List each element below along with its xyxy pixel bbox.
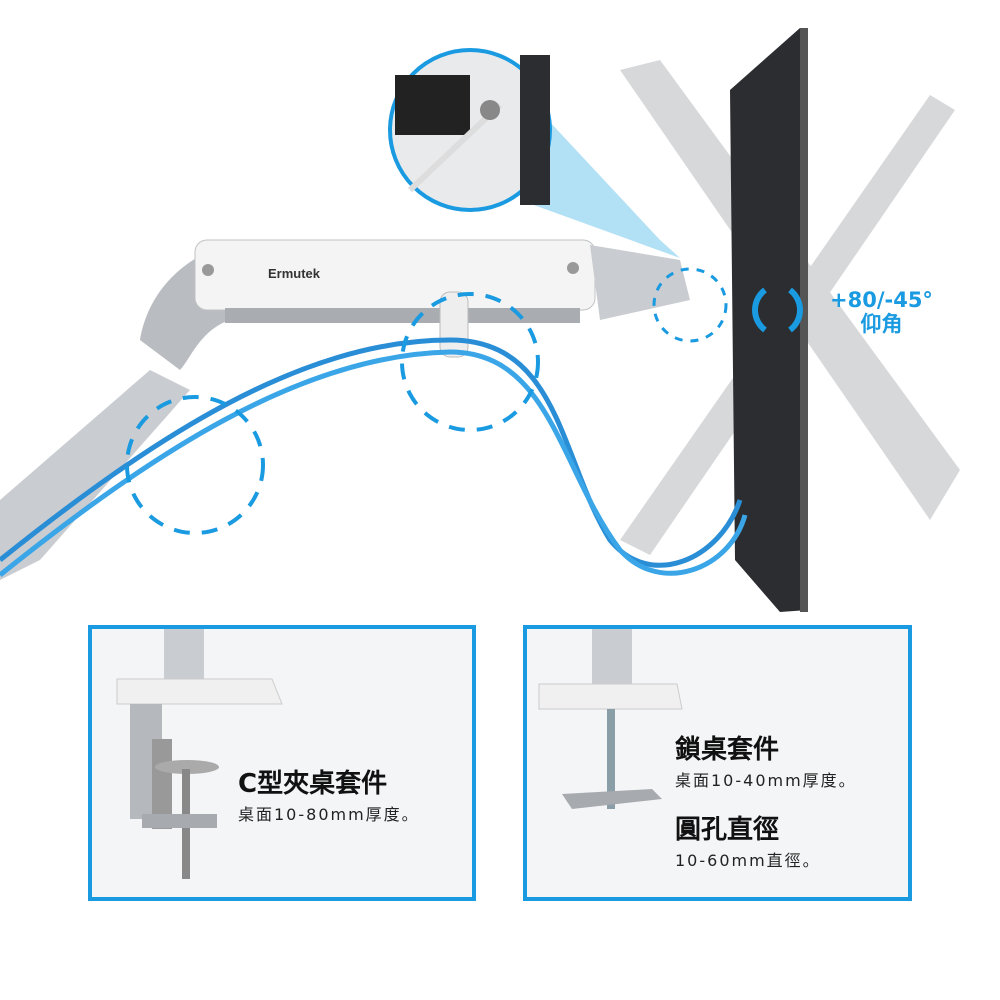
lower-arm (0, 370, 190, 580)
cable-clip (439, 291, 469, 358)
cable (0, 337, 743, 568)
clamp-kit-spec: 桌面10-80mm厚度。 (238, 805, 420, 824)
monitor-arm-illustration (0, 28, 960, 612)
grommet-mount-illustration (538, 629, 683, 809)
tilt-range-label: +80/-45° 仰角 (830, 288, 933, 336)
highlight-circle (125, 395, 265, 535)
zoom-beam (520, 90, 680, 258)
highlight-circle (400, 292, 540, 432)
hole-diameter-spec: 10-60mm直徑。 (675, 851, 821, 870)
c-clamp-illustration (116, 629, 283, 879)
highlight-circle (652, 267, 728, 343)
hole-diameter-title: 圓孔直徑 (675, 815, 780, 845)
tilt-caption: 仰角 (860, 312, 903, 336)
clamp-kit-title: C型夾桌套件 (238, 769, 388, 799)
monitor-side-view (730, 28, 808, 612)
grommet-kit-panel: 鎖桌套件 桌面10-40mm厚度。 圓孔直徑 10-60mm直徑。 (523, 625, 912, 901)
grommet-kit-title: 鎖桌套件 (675, 735, 780, 765)
upper-arm (194, 239, 596, 311)
rotate-arrow-icon (752, 287, 767, 333)
grommet-kit-spec: 桌面10-40mm厚度。 (675, 771, 857, 790)
clamp-kit-panel: C型夾桌套件 桌面10-80mm厚度。 (88, 625, 476, 901)
brand-logo: Ermutek (268, 266, 321, 281)
tilt-value: +80/-45° (830, 288, 933, 312)
